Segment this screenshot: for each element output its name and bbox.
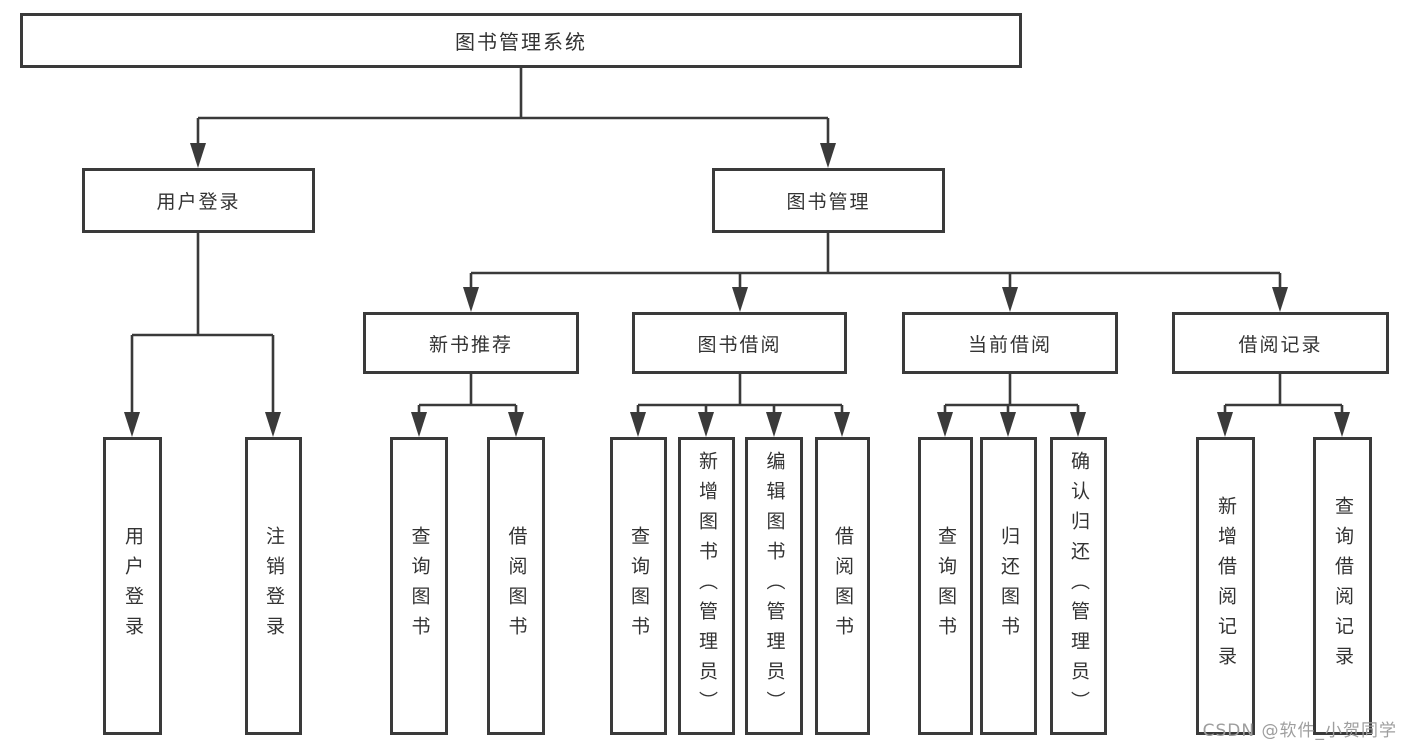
connector-root-to-level2 bbox=[196, 68, 830, 146]
node-book-borrow: 图书借阅 bbox=[632, 312, 847, 374]
leaf-query-book-current: 查询图书 bbox=[918, 437, 973, 735]
leaf-borrow-book: 借阅图书 bbox=[815, 437, 870, 735]
node-borrow-record: 借阅记录 bbox=[1172, 312, 1389, 374]
leaf-query-book-recommend: 查询图书 bbox=[390, 437, 448, 735]
arrow-down-icon bbox=[630, 412, 646, 437]
connector-new-book-branch bbox=[417, 374, 518, 416]
arrow-down-icon bbox=[698, 412, 714, 437]
arrow-down-icon bbox=[265, 412, 281, 437]
node-label: 新书推荐 bbox=[428, 333, 513, 356]
node-label: 归还图书 bbox=[998, 526, 1020, 646]
node-new-book-recommend: 新书推荐 bbox=[363, 312, 579, 374]
node-label: 借阅记录 bbox=[1238, 333, 1323, 356]
arrow-down-icon bbox=[463, 287, 479, 312]
arrow-down-icon bbox=[1334, 412, 1350, 437]
leaf-user-login: 用户登录 bbox=[103, 437, 162, 735]
node-label: 新增图书（管理员） bbox=[696, 451, 718, 721]
arrow-down-icon bbox=[820, 143, 836, 168]
node-current-borrow: 当前借阅 bbox=[902, 312, 1118, 374]
leaf-query-book-borrow: 查询图书 bbox=[610, 437, 667, 735]
arrow-down-icon bbox=[1002, 287, 1018, 312]
node-label: 查询图书 bbox=[408, 526, 431, 646]
node-label: 注销登录 bbox=[263, 526, 285, 646]
arrow-down-icon bbox=[411, 412, 427, 437]
node-label: 确认归还（管理员） bbox=[1068, 451, 1090, 721]
node-label: 查询图书 bbox=[628, 526, 650, 646]
node-label: 图书管理 bbox=[786, 191, 871, 213]
node-label: 图书管理系统 bbox=[455, 30, 587, 54]
leaf-confirm-return-admin: 确认归还（管理员） bbox=[1050, 437, 1107, 735]
node-label: 用户登录 bbox=[156, 191, 241, 213]
node-label: 图书借阅 bbox=[697, 333, 782, 356]
csdn-watermark: CSDN @软件_小贺同学 bbox=[1202, 721, 1397, 741]
arrow-down-icon bbox=[732, 287, 748, 312]
arrow-down-icon bbox=[834, 412, 850, 437]
node-label: 借阅图书 bbox=[505, 526, 528, 646]
arrow-down-icon bbox=[766, 412, 782, 437]
node-label: 查询借阅记录 bbox=[1332, 496, 1354, 676]
arrow-down-icon bbox=[190, 143, 206, 168]
leaf-borrow-book-recommend: 借阅图书 bbox=[487, 437, 545, 735]
arrow-down-icon bbox=[1217, 412, 1233, 437]
node-label: 编辑图书（管理员） bbox=[763, 451, 786, 721]
arrow-down-icon bbox=[124, 412, 140, 437]
leaf-add-book-admin: 新增图书（管理员） bbox=[678, 437, 735, 735]
connector-user-login-branch bbox=[130, 233, 275, 416]
leaf-return-book: 归还图书 bbox=[980, 437, 1037, 735]
connector-current-borrow-branch bbox=[943, 374, 1080, 416]
node-label: 借阅图书 bbox=[832, 526, 854, 646]
leaf-edit-book-admin: 编辑图书（管理员） bbox=[745, 437, 803, 735]
arrow-down-icon bbox=[937, 412, 953, 437]
node-label: 用户登录 bbox=[122, 526, 144, 646]
node-library-management-system: 图书管理系统 bbox=[20, 13, 1022, 68]
arrow-down-icon bbox=[1000, 412, 1016, 437]
node-label: 查询图书 bbox=[935, 526, 957, 646]
leaf-query-borrow-record: 查询借阅记录 bbox=[1313, 437, 1372, 735]
connector-book-management-branch bbox=[469, 233, 1282, 291]
connector-borrow-record-branch bbox=[1223, 374, 1344, 416]
node-label: 当前借阅 bbox=[967, 333, 1052, 356]
arrow-down-icon bbox=[1272, 287, 1288, 312]
arrowheads bbox=[124, 143, 1350, 437]
node-user-login: 用户登录 bbox=[82, 168, 315, 233]
leaf-add-borrow-record: 新增借阅记录 bbox=[1196, 437, 1255, 735]
connector-book-borrow-branch bbox=[636, 374, 844, 416]
arrow-down-icon bbox=[1070, 412, 1086, 437]
node-book-management: 图书管理 bbox=[712, 168, 945, 233]
leaf-logout: 注销登录 bbox=[245, 437, 302, 735]
arrow-down-icon bbox=[508, 412, 524, 437]
node-label: 新增借阅记录 bbox=[1215, 496, 1237, 676]
